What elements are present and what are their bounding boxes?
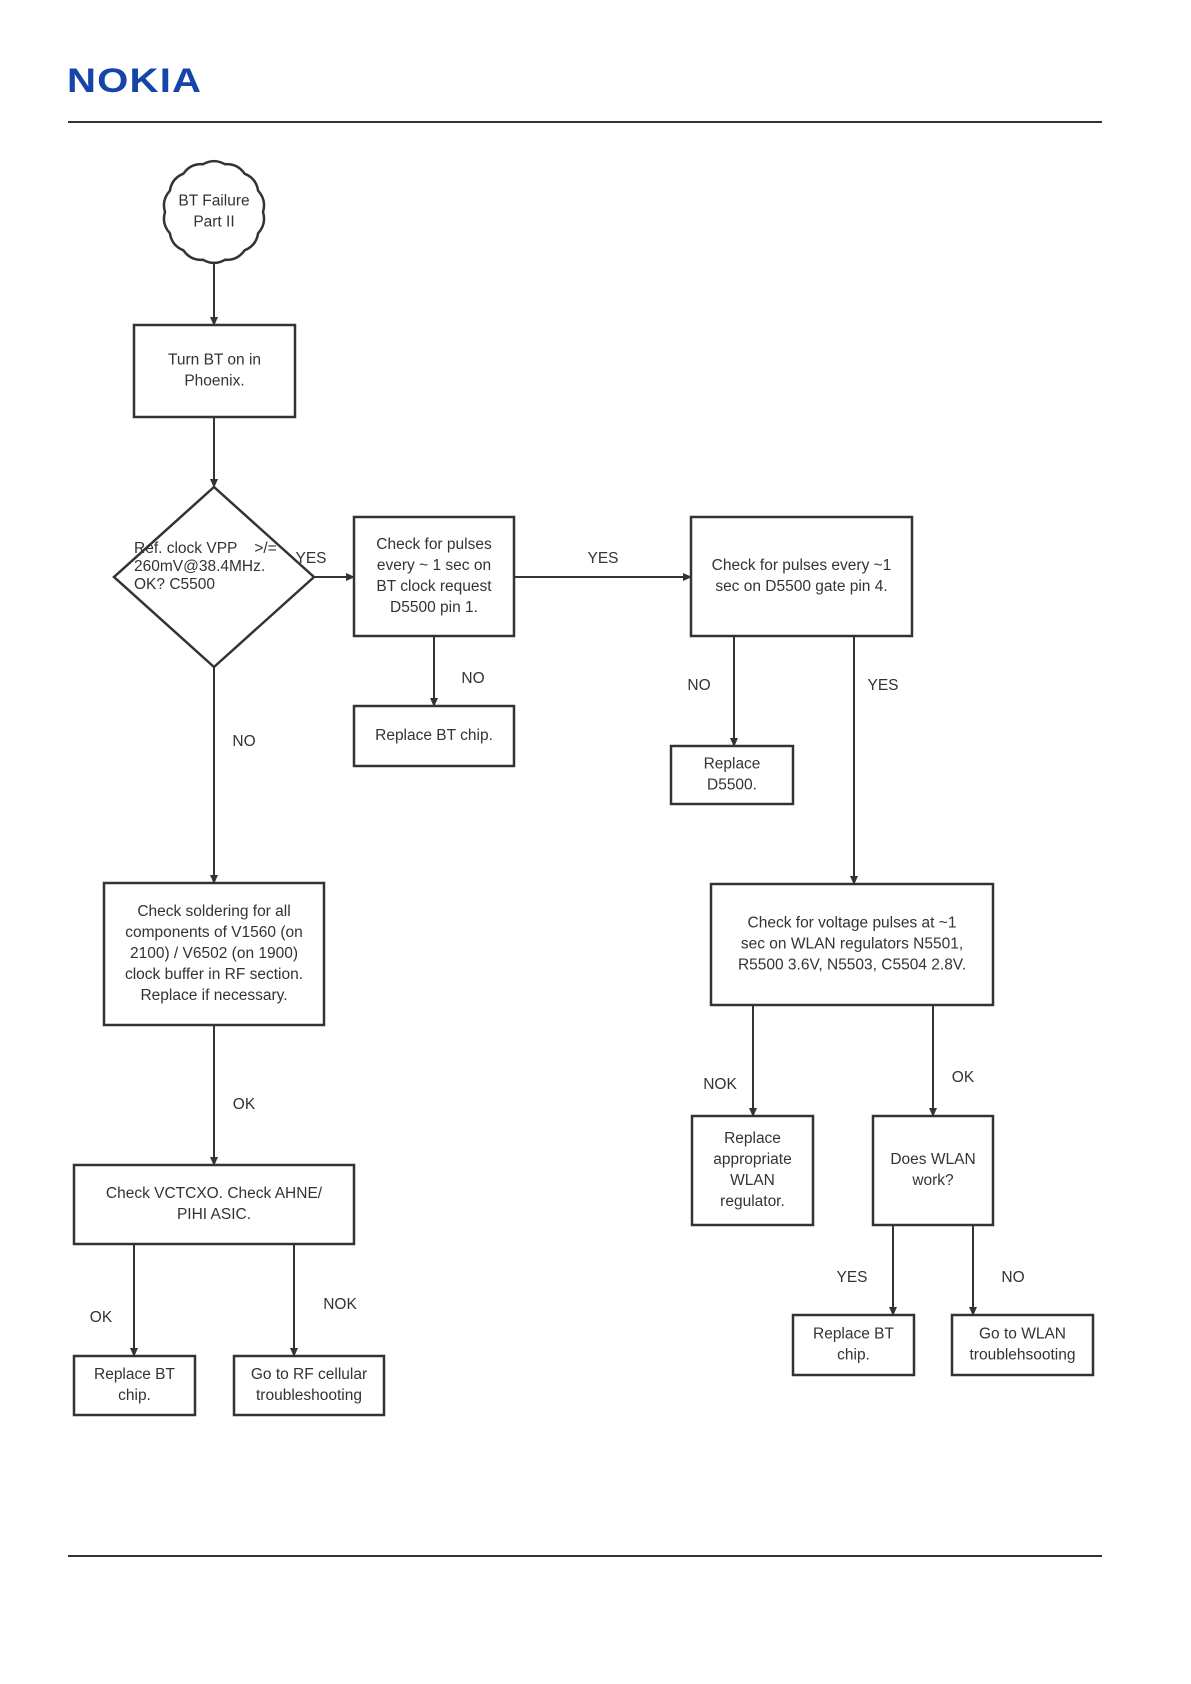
node-check-pulses-clock: Check for pulses every ~ 1 sec on BT clock… [352,515,516,638]
process-box [950,1313,1095,1377]
process-box [669,744,795,806]
edge-label-no: NO [1001,1269,1024,1286]
node-text-line: 260mV@38.4MHz. [134,558,265,575]
node-text-line: Check for pulses every ~1 [712,557,892,574]
node-text-line: D5500. [707,777,757,794]
node-text-line: chip. [837,1347,870,1364]
node-text-line: Replace [724,1130,781,1147]
node-check-vctcxo: Check VCTCXO. Check AHNE/PIHI ASIC. [72,1163,356,1246]
node-text-line: R5500 3.6V, N5503, C5504 2.8V. [738,957,966,974]
node-text-line: every ~ 1 sec on [377,557,491,574]
connector-shape [162,159,266,265]
process-box [689,515,914,638]
node-text-line: Check soldering for all [137,903,290,920]
node-text-line: Part II [193,214,234,231]
node-text-line: troublehsooting [970,1347,1076,1364]
process-box [352,515,516,638]
node-text-line: chip. [118,1387,151,1404]
nokia-logo: NOKIA [67,62,203,100]
process-box [232,1354,386,1417]
node-goto-rf: Go to RF cellular troubleshooting [232,1354,386,1417]
node-text-line: troubleshooting [256,1387,362,1404]
node-text-line: appropriate [713,1151,791,1168]
node-text-line: work? [911,1172,954,1189]
node-text-line: clock buffer in RF section. [125,966,303,983]
node-text-line: Check for pulses [376,536,492,553]
process-box [791,1313,916,1377]
node-text-line: sec on WLAN regulators N5501, [741,936,963,953]
node-text-line: WLAN [730,1172,775,1189]
node-text-line: Phoenix. [184,373,244,390]
node-check-soldering: Check soldering for all components of V15… [102,881,326,1027]
edge-label-yes: YES [587,550,618,567]
node-text-line: Replace [704,756,761,773]
node-turn-bt-on: Turn BT on in Phoenix. [132,323,297,419]
node-text-line: Replace if necessary. [140,987,287,1004]
node-wlan-works: Does WLAN work? [871,1114,995,1227]
node-text-line: 2100) / V6502 (on 1900) [130,945,298,962]
edge-label-no: NO [687,677,710,694]
node-text-line: Check VCTCXO. Check AHNE/ [106,1185,323,1202]
edge-label-yes: YES [836,1269,867,1286]
process-box [72,1354,197,1417]
node-text-line: Check for voltage pulses at ~1 [748,915,957,932]
header-rule [68,121,1102,123]
edge-label-ok: OK [952,1069,975,1086]
node-check-voltage: Check for voltage pulses at ~1 sec on WLA… [709,882,995,1007]
node-text-line: Turn BT on in [168,352,261,369]
process-box [132,323,297,419]
process-box [871,1114,995,1227]
node-text-line: regulator. [720,1193,785,1210]
process-box [709,882,995,1007]
node-text-line: Replace BT chip. [375,727,493,744]
node-text-line: BT Failure [178,193,249,210]
edge-label-no: NO [461,670,484,687]
node-goto-wlan: Go to WLAN troublehsooting [950,1313,1095,1377]
node-ref-clock: Ref. clock VPP >/=260mV@38.4MHz.OK? C550… [112,485,316,669]
node-text-line: D5500 pin 1. [390,599,478,616]
process-box [72,1163,356,1246]
node-text-line: Go to WLAN [979,1326,1066,1343]
edge-label-no: NO [232,733,255,750]
node-replace-bt-chip-3: Replace BT chip. [791,1313,916,1377]
edge-label-ok: OK [233,1096,256,1113]
node-text-line: Replace BT [813,1326,895,1343]
node-check-pulses-gate: Check for pulses every ~1 sec on D5500 ga… [689,515,914,638]
node-text-line: Ref. clock VPP >/= [134,540,277,557]
process-box [690,1114,815,1227]
edge-label-nok: NOK [703,1076,737,1093]
edge-label-ok: OK [90,1309,113,1326]
node-replace-bt-chip-2: Replace BT chip. [72,1354,197,1417]
footer-rule [68,1555,1102,1557]
node-text-line: OK? C5500 [134,576,215,593]
decision-shape [112,485,316,669]
edge-label-yes: YES [867,677,898,694]
node-text-line: Go to RF cellular [251,1366,367,1383]
process-box [102,881,326,1027]
node-text-line: PIHI ASIC. [177,1206,251,1223]
node-text-line: Replace BT [94,1366,176,1383]
node-text-line: Does WLAN [890,1151,975,1168]
node-replace-bt-chip-1: Replace BT chip. [352,704,516,768]
node-text-line: components of V1560 (on [125,924,303,941]
edge-label-nok: NOK [323,1296,357,1313]
process-box [352,704,516,768]
node-text-line: sec on D5500 gate pin 4. [715,578,887,595]
edge-label-yes: YES [295,550,326,567]
node-text-line: BT clock request [376,578,492,595]
